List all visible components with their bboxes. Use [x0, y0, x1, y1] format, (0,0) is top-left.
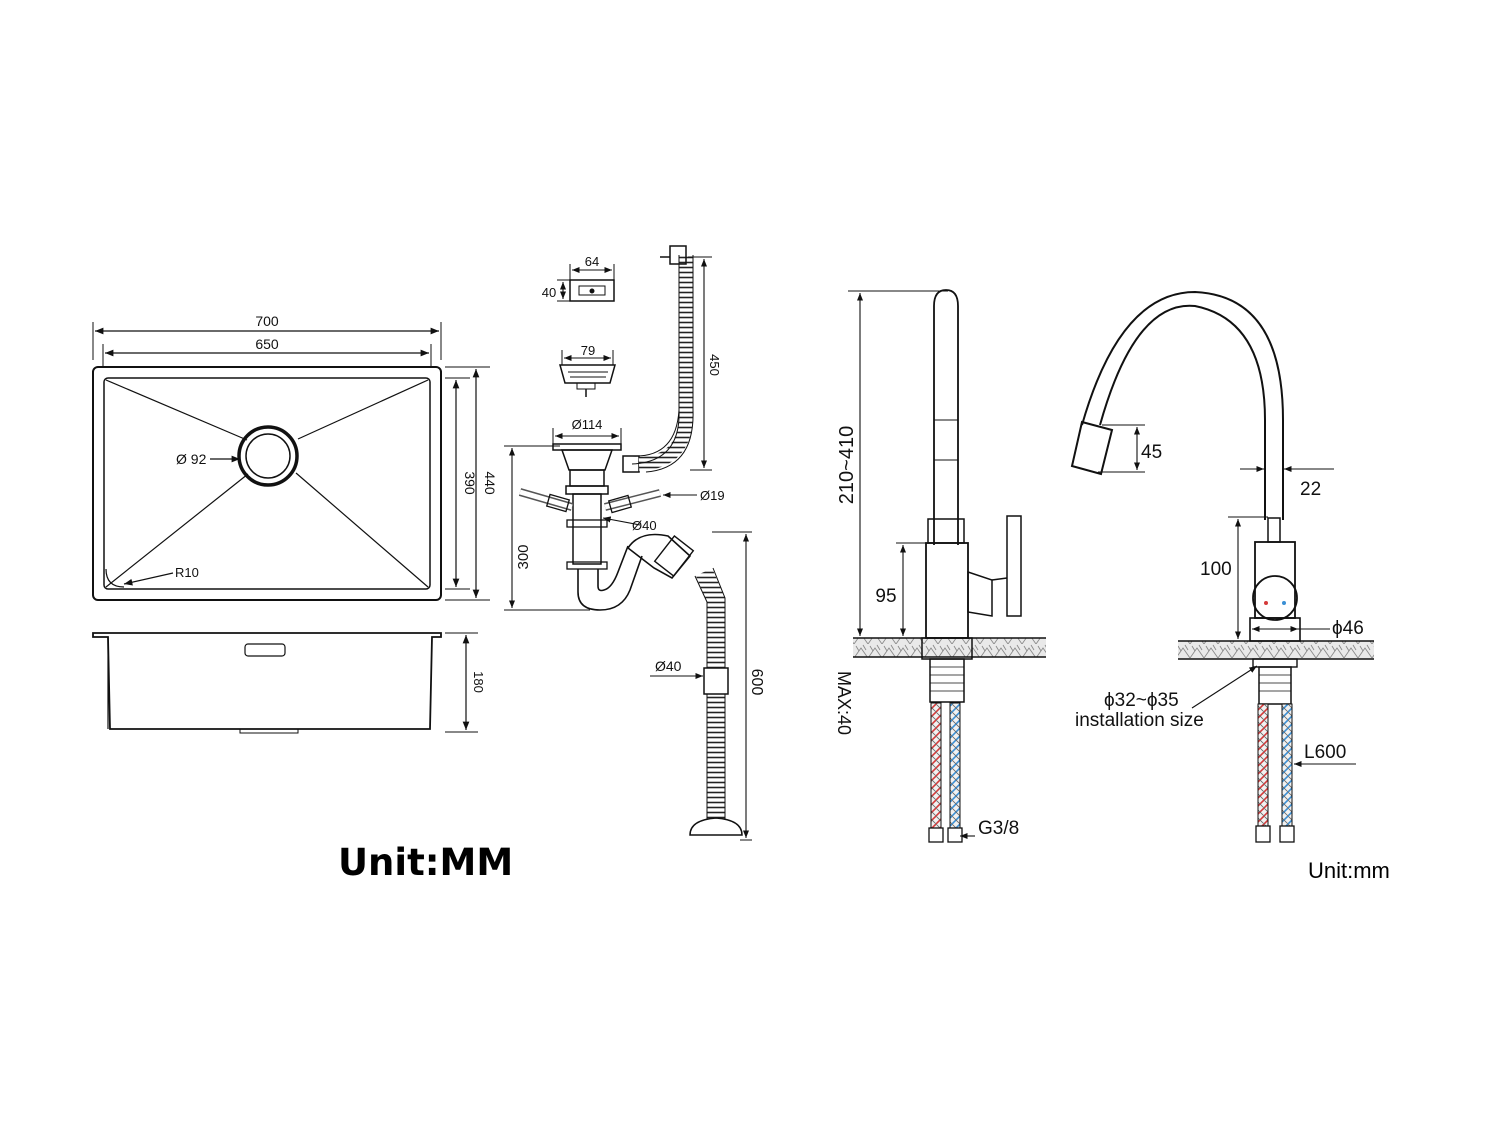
- dim-114: Ø114: [572, 417, 603, 432]
- dim-40-outlet: Ø40: [632, 518, 657, 533]
- dim-46: ϕ46: [1332, 618, 1364, 639]
- dim-40-pipe: Ø40: [655, 658, 682, 674]
- cold-hose-side: [949, 702, 961, 829]
- dim-700: 700: [255, 313, 279, 329]
- mounting-thread-front: [1258, 666, 1292, 705]
- unit-label-right: Unit:mm: [1308, 858, 1390, 883]
- dim-650: 650: [255, 336, 279, 352]
- dim-450: 450: [707, 354, 722, 376]
- countertop-front: [1178, 641, 1374, 659]
- handle-knob: [1252, 575, 1298, 621]
- dim-95: 95: [875, 586, 896, 607]
- cold-hose-front: [1281, 703, 1293, 827]
- dim-79: 79: [581, 343, 595, 358]
- drain-hole: [237, 425, 299, 487]
- hot-hose-front: [1257, 703, 1269, 827]
- dim-600: 600: [748, 669, 765, 696]
- dim-210-410: 210~410: [836, 426, 858, 504]
- mounting-thread-side: [929, 658, 965, 703]
- dim-19: Ø19: [700, 488, 725, 503]
- dim-r10: R10: [175, 565, 199, 580]
- dim-l600: L600: [1304, 742, 1346, 763]
- faucet-front-dimensions: 45 22 100 ϕ46 ϕ32~ϕ35 installation size …: [1075, 424, 1364, 768]
- dim-440: 440: [482, 471, 498, 495]
- overflow-hose: [638, 255, 694, 471]
- dim-32-35: ϕ32~ϕ35: [1104, 690, 1179, 711]
- corrugated-pipe: [695, 568, 725, 820]
- drain-assembly: [518, 245, 743, 836]
- dim-180: 180: [471, 671, 486, 693]
- dim-g3-8: G3/8: [978, 818, 1019, 839]
- dim-300: 300: [515, 544, 532, 569]
- faucet-side-dimensions: 210~410 95 MAX:40 G3/8: [834, 290, 1019, 840]
- spray-head: [1070, 420, 1114, 476]
- dim-max-40: MAX:40: [834, 671, 854, 735]
- faucet-side-view: [853, 289, 1046, 843]
- unit-label-left: Unit:MM: [338, 841, 513, 884]
- dim-40-overflow: 40: [542, 285, 556, 300]
- sink-side-view: [92, 632, 442, 734]
- sink-top-view: [92, 366, 442, 601]
- sink-height-dimension: 180: [445, 632, 486, 733]
- drain-dimensions: 64 40 79 Ø114 450 Ø19 Ø40 300 Ø40 600: [504, 254, 765, 841]
- gooseneck-spout: [1099, 304, 1266, 520]
- overflow-cap: [569, 279, 615, 302]
- dim-45: 45: [1141, 442, 1162, 463]
- dim-64: 64: [585, 254, 599, 269]
- sink-dimensions: 700 650 390 440 Ø 92 R10: [92, 313, 498, 601]
- dim-drain-diameter: Ø 92: [176, 451, 207, 467]
- basket-strainer: [559, 364, 616, 384]
- installation-size-label: installation size: [1075, 710, 1204, 731]
- faucet-front-view: [1070, 290, 1374, 843]
- hot-hose-side: [930, 702, 942, 829]
- dim-100: 100: [1200, 559, 1232, 580]
- dim-22: 22: [1300, 479, 1321, 500]
- countertop-side: [853, 638, 1046, 657]
